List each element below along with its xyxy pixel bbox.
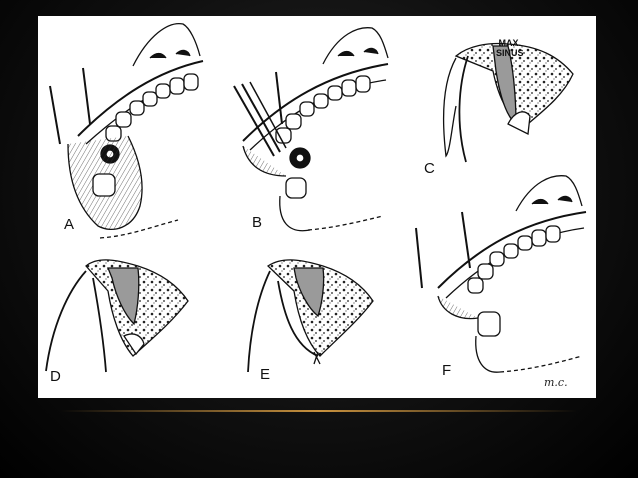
panel-label-f: F (442, 362, 452, 379)
maxillary-sinus-label: MAX. SINUS (496, 38, 524, 58)
illustration-drawing (45, 23, 587, 373)
panel-label-c: C (424, 160, 435, 177)
panel-a-drawing (49, 23, 204, 239)
slide-divider (60, 410, 578, 412)
artist-signature: m.c. (544, 376, 568, 389)
sinus-label-line1: MAX. (498, 38, 522, 48)
panel-e-drawing (247, 259, 374, 373)
panel-label-a: A (64, 216, 75, 233)
illustration-figure: A B C D E F MAX. SINUS m.c. (38, 16, 596, 398)
panel-label-b: B (252, 214, 263, 231)
panel-d-drawing (45, 259, 189, 373)
panel-label-e: E (260, 366, 271, 383)
panel-f-drawing (415, 175, 587, 373)
panel-b-drawing (233, 27, 389, 232)
panel-label-d: D (50, 368, 61, 385)
sinus-label-line2: SINUS (496, 48, 524, 58)
panel-c-drawing (442, 42, 574, 163)
